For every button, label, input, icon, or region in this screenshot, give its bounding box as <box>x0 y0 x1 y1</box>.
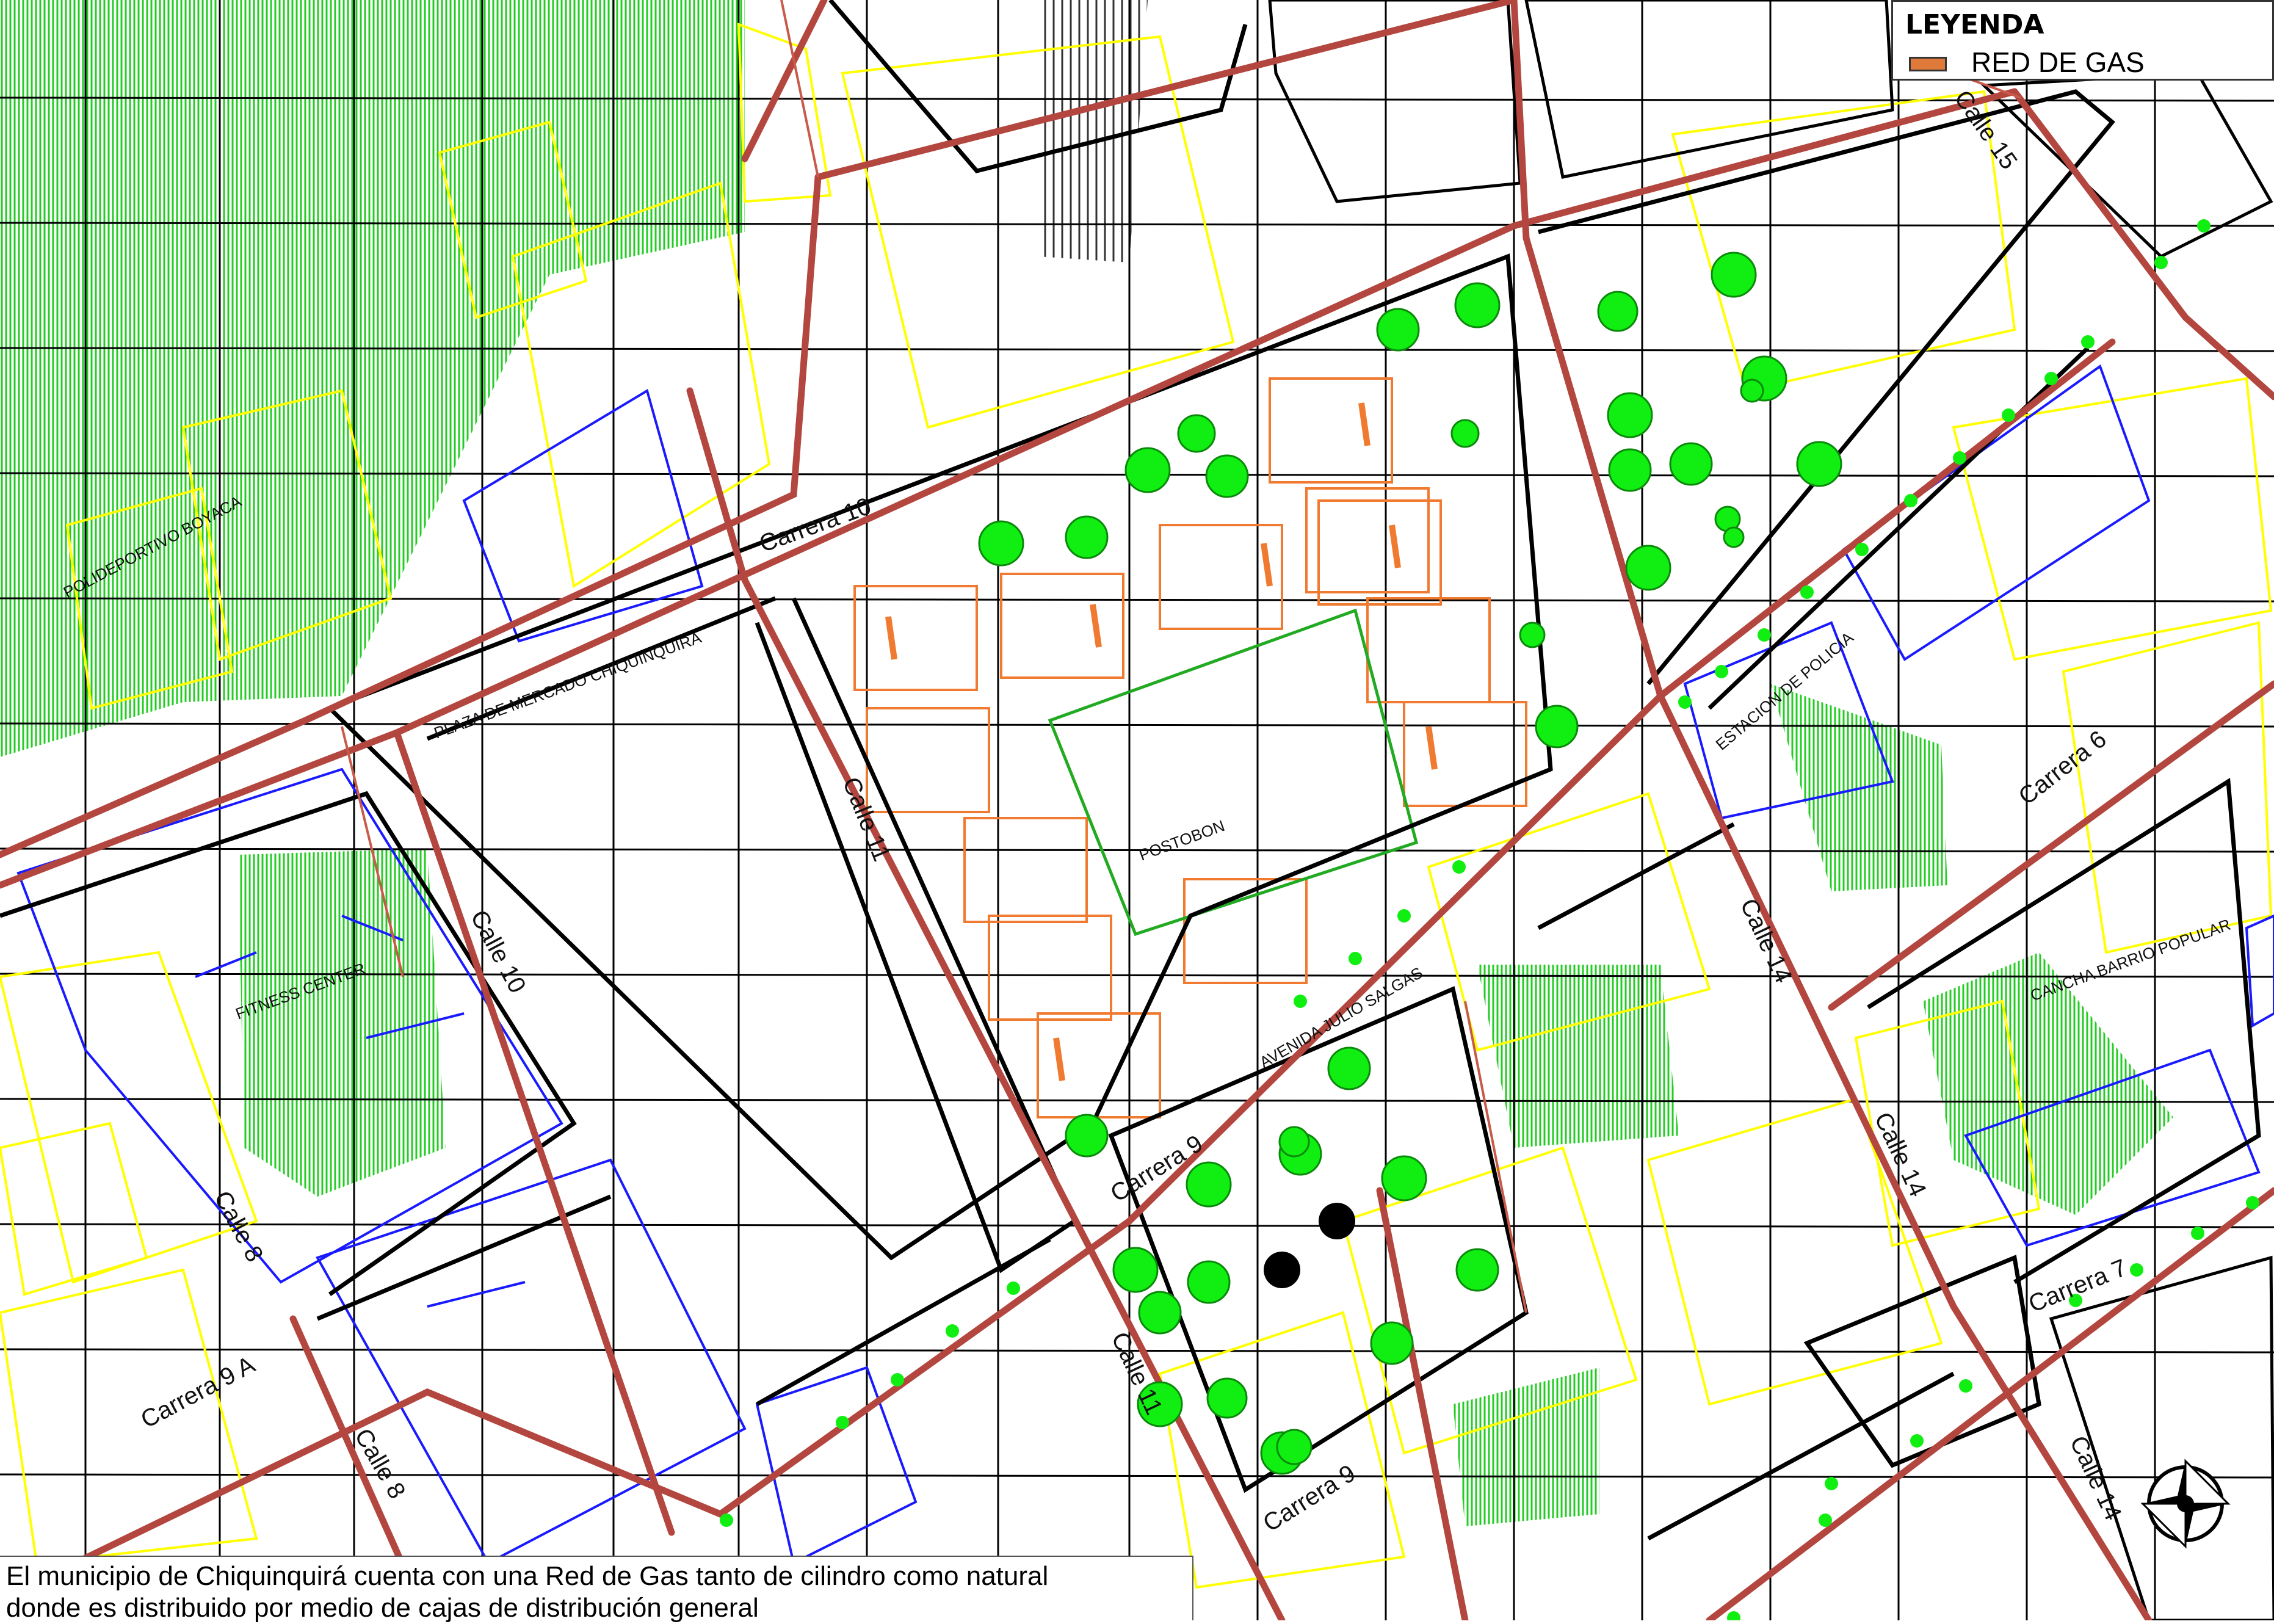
gas-network-thin <box>341 0 2021 1313</box>
street-label-calle-14: Calle 14 <box>1735 894 1797 987</box>
landmark-dot <box>1264 1252 1300 1288</box>
private-lots <box>0 23 2273 1589</box>
place-label-postobon: POSTOBON <box>1137 816 1227 864</box>
street-label-calle-11: Calle 11 <box>1106 1328 1168 1419</box>
public-buildings <box>16 364 2274 1565</box>
legend-title: LEYENDA <box>1905 9 2044 40</box>
street-label-carrera-6: Carrera 6 <box>2013 725 2111 810</box>
legend-item-label: RED DE GAS <box>1971 46 2145 78</box>
legend-box: LEYENDA RED DE GAS <box>1891 0 2274 81</box>
gas-line-swatch-icon <box>1909 57 1947 71</box>
distribution-boxes <box>720 219 2259 1620</box>
street-label-calle-8: Calle 8 <box>209 1187 268 1267</box>
map-caption: El municipio de Chiquinquirá cuenta con … <box>0 1556 1193 1623</box>
caption-line-1: El municipio de Chiquinquirá cuenta con … <box>6 1561 1049 1591</box>
landmark-dot <box>1319 1203 1355 1239</box>
planned-lots <box>853 377 1527 1118</box>
compass-rose-icon <box>2140 1459 2231 1549</box>
place-label-cancha: CANCHA BARRIO POPULAR <box>2028 915 2233 1005</box>
postobon-plot <box>1048 608 1419 937</box>
street-label-carrera-9-a: Carrera 9 A <box>137 1351 260 1434</box>
caption-line-2: donde es distribuido por medio de cajas … <box>6 1593 759 1623</box>
street-label-calle-11: Calle 11 <box>838 774 896 865</box>
tree-icons <box>978 252 1842 1475</box>
